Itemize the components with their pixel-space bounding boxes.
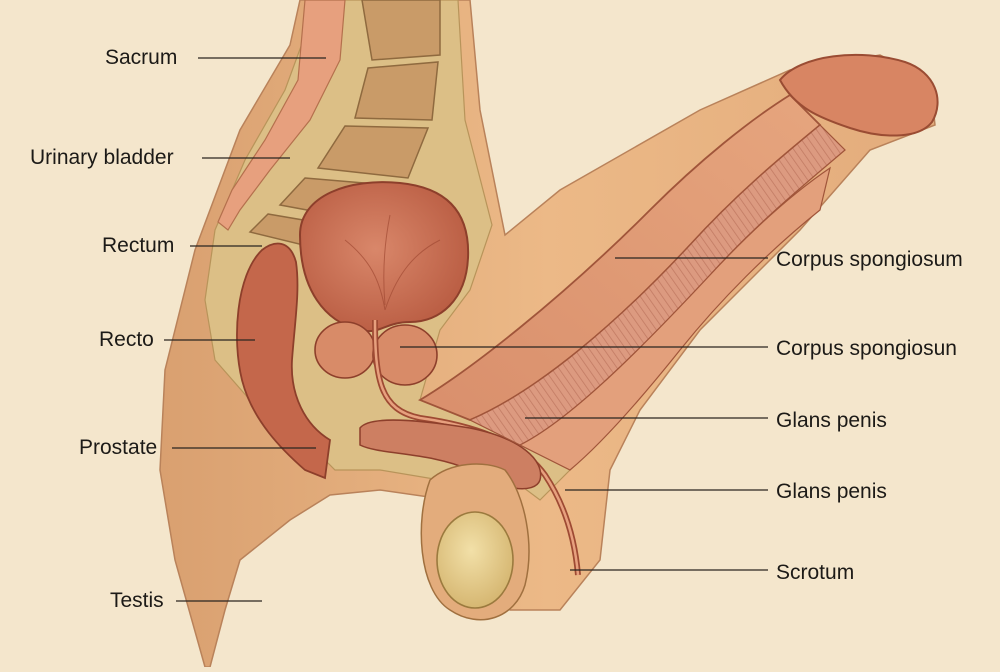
label-rectum: Rectum [102, 234, 175, 257]
label-urinary-bladder: Urinary bladder [30, 146, 174, 169]
prostate-organ [314, 321, 376, 379]
vertebra [354, 61, 439, 121]
rectum-organ [236, 242, 331, 480]
label-corpus-spongiosum-1: Corpus spongiosum [776, 248, 963, 271]
label-corpus-spongiosum-2: Corpus spongiosun [776, 337, 957, 360]
glans-organ [778, 53, 939, 137]
leader-lines [164, 57, 768, 602]
label-prostate: Prostate [79, 436, 158, 459]
prostate-lobe [372, 324, 438, 386]
testis-organ [436, 511, 514, 609]
label-glans-penis-1: Glans penis [776, 409, 887, 432]
label-recto: Recto [99, 328, 154, 351]
vertebra [316, 125, 430, 179]
label-glans-penis-2: Glans penis [776, 480, 887, 503]
label-testis: Testis [110, 589, 164, 612]
bladder-veins [344, 214, 441, 311]
label-sacrum: Sacrum [105, 46, 178, 69]
shaft-lower [518, 166, 831, 471]
label-scrotum: Scrotum [776, 561, 855, 584]
vertebra [361, 0, 441, 61]
